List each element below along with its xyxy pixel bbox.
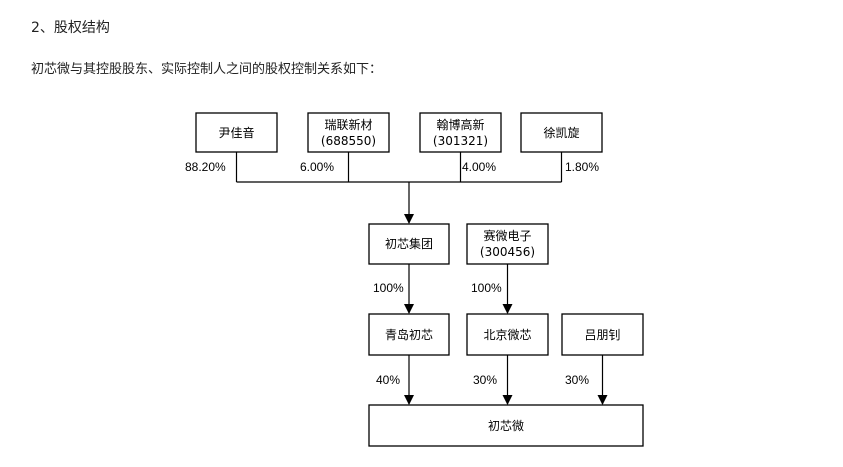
node-qingdao-chuxin: 青岛初芯 — [368, 313, 450, 356]
node-code: (300456) — [480, 245, 535, 259]
node-saiwei: 赛微电子 (300456) — [466, 223, 549, 265]
share-ruilian: 6.00% — [300, 160, 334, 174]
node-label: 赛微电子 — [483, 228, 531, 243]
node-code: (688550) — [321, 134, 376, 148]
node-label: 青岛初芯 — [385, 327, 433, 342]
node-xu-kaixuan: 徐凯旋 — [520, 112, 603, 153]
node-label: 初芯集团 — [385, 236, 433, 251]
share-xu: 1.80% — [565, 160, 599, 174]
node-chuxinwei: 初芯微 — [368, 404, 644, 447]
node-label: 吕朋钊 — [584, 327, 620, 342]
share-yin: 88.20% — [185, 160, 226, 174]
node-label: 徐凯旋 — [543, 125, 579, 140]
node-yin-jiayin: 尹佳音 — [195, 112, 278, 153]
share-beijing-chuxinwei: 30% — [473, 373, 497, 387]
node-lv-pengzhao: 吕朋钊 — [561, 313, 644, 356]
share-qingdao-chuxinwei: 40% — [376, 373, 400, 387]
node-code: (301321) — [433, 134, 488, 148]
share-group-qingdao: 100% — [373, 281, 404, 295]
node-label: 尹佳音 — [218, 125, 254, 140]
node-label: 翰博高新 — [436, 117, 484, 132]
node-label: 初芯微 — [488, 419, 524, 433]
share-hanbo: 4.00% — [462, 160, 496, 174]
node-label: 瑞联新材 — [324, 117, 372, 132]
section-description: 初芯微与其控股股东、实际控制人之间的股权控制关系如下： — [31, 62, 383, 77]
share-saiwei-beijing: 100% — [471, 281, 502, 295]
node-chuxin-group: 初芯集团 — [368, 223, 450, 265]
section-heading: 2、股权结构 — [31, 20, 110, 36]
node-ruilian: 瑞联新材 (688550) — [307, 112, 390, 153]
share-lv-chuxinwei: 30% — [565, 373, 589, 387]
node-hanbo: 翰博高新 (301321) — [419, 112, 502, 153]
node-beijing-weixin: 北京微芯 — [466, 313, 549, 356]
node-label: 北京微芯 — [483, 328, 531, 342]
